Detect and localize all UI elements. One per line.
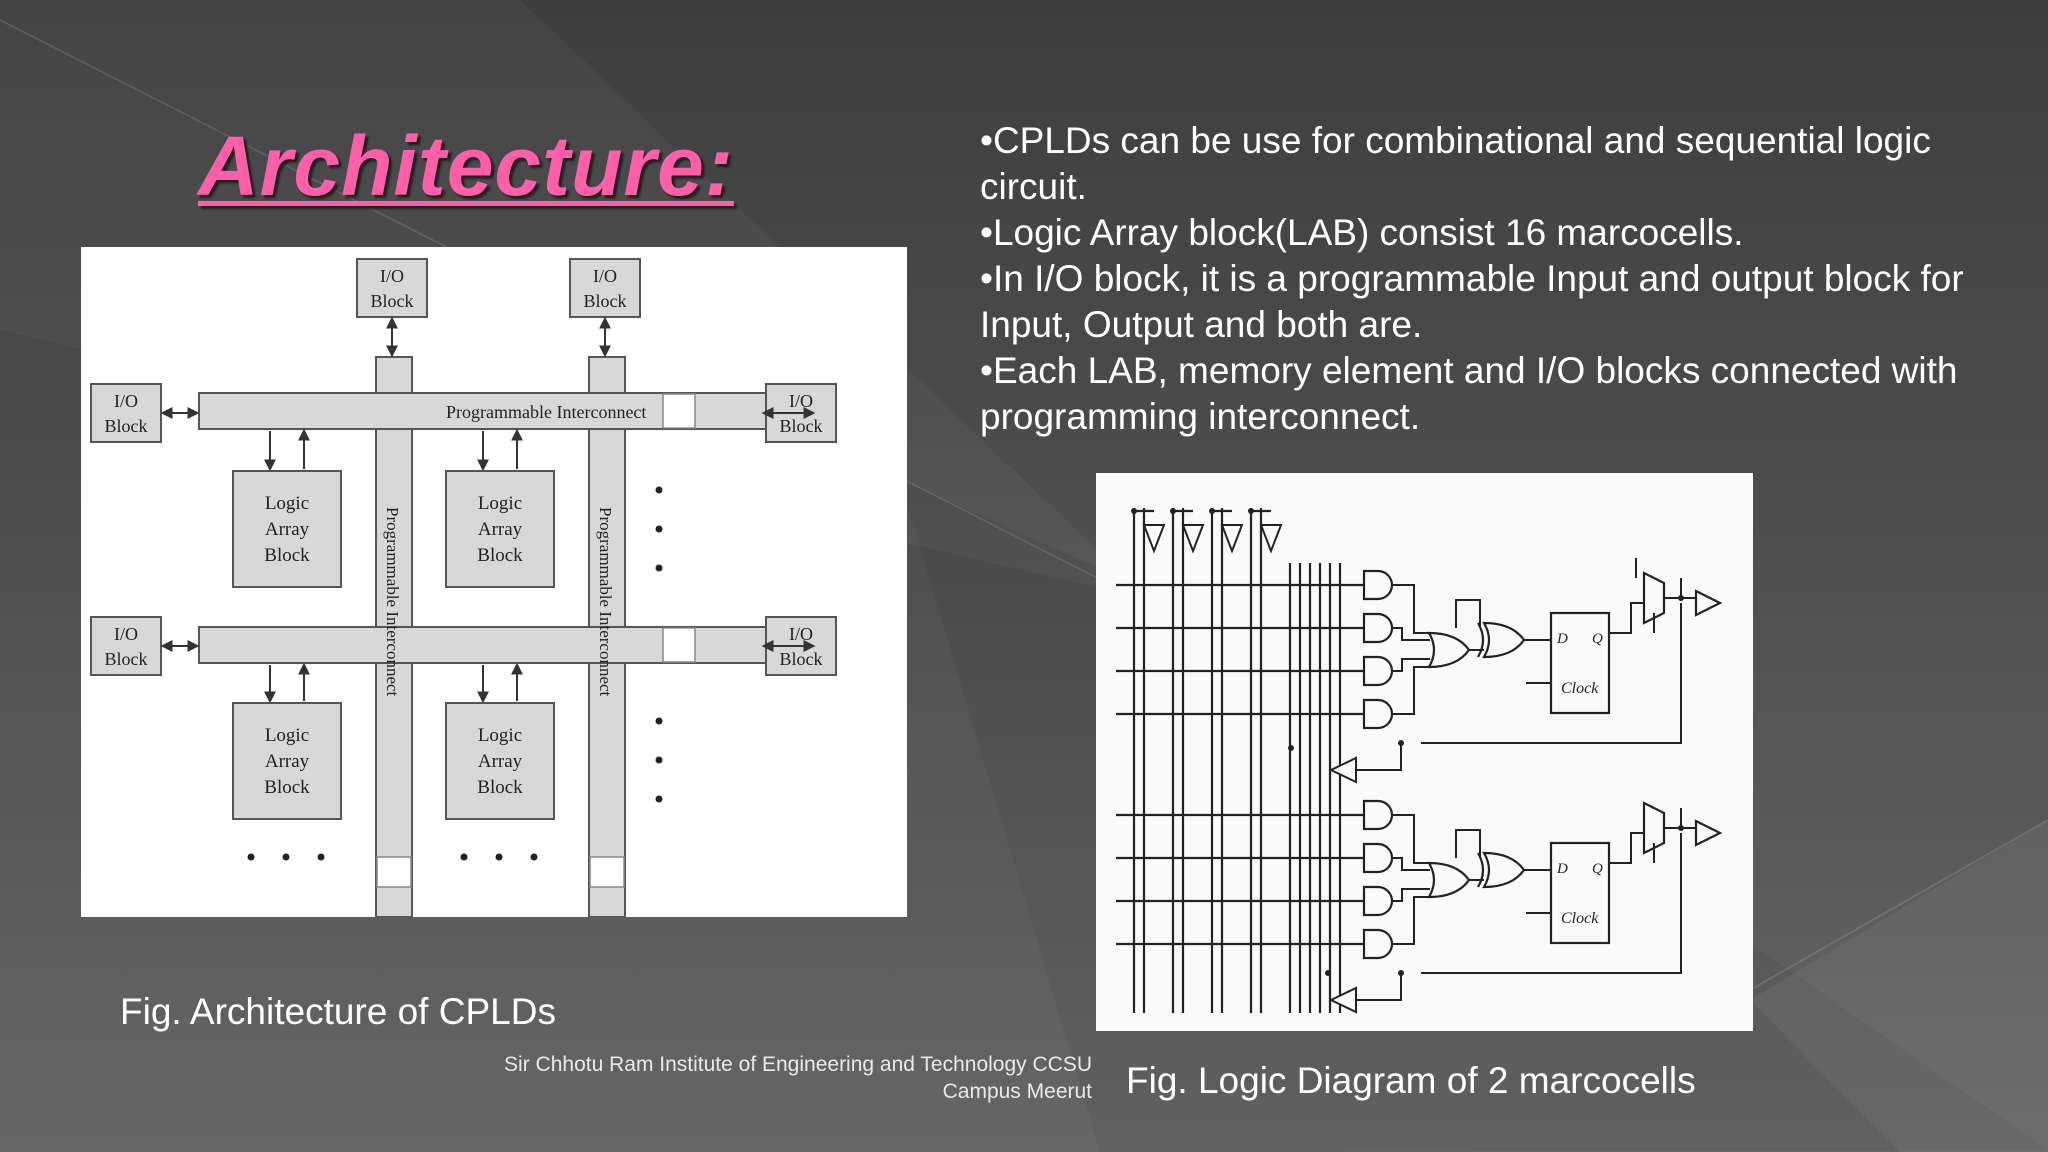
svg-text:Array: Array: [265, 751, 310, 772]
continuation-dots: [247, 486, 663, 861]
svg-text:I/O: I/O: [114, 624, 138, 644]
svg-text:Block: Block: [105, 416, 148, 436]
logic-array-block: Logic Array Block: [445, 470, 555, 588]
logic-array-block: Logic Array Block: [232, 702, 342, 820]
flipflop-d-label: D: [1556, 861, 1568, 877]
svg-text:Logic: Logic: [265, 493, 309, 514]
svg-text:Logic: Logic: [478, 725, 522, 746]
slide-title: Architecture:: [198, 119, 734, 213]
clock-label: Clock: [1561, 910, 1599, 927]
svg-text:Block: Block: [780, 416, 823, 436]
svg-text:Block: Block: [780, 649, 823, 669]
footer: Sir Chhotu Ram Institute of Engineering …: [504, 1051, 1092, 1105]
svg-text:Array: Array: [265, 519, 310, 540]
svg-text:Block: Block: [371, 291, 414, 311]
io-block: I/O Block: [90, 616, 162, 676]
svg-text:I/O: I/O: [380, 266, 404, 286]
clock-label: Clock: [1561, 680, 1599, 697]
svg-text:Block: Block: [477, 545, 523, 566]
svg-text:Logic: Logic: [478, 493, 522, 514]
interconnect-label: Programmable Interconnect: [446, 402, 646, 422]
cpld-architecture-figure: Programmable Interconnect Programmable I…: [81, 247, 907, 917]
svg-text:I/O: I/O: [789, 391, 813, 411]
flipflop-q-label: Q: [1592, 631, 1603, 647]
svg-text:Logic: Logic: [265, 725, 309, 746]
svg-text:Block: Block: [264, 545, 310, 566]
io-block: I/O Block: [356, 258, 428, 318]
macrocell-logic-figure: D Q Clock: [1096, 473, 1753, 1031]
svg-text:I/O: I/O: [789, 624, 813, 644]
bullet-item: •Logic Array block(LAB) consist 16 marco…: [980, 212, 1744, 253]
figure1-caption: Fig. Architecture of CPLDs: [120, 991, 556, 1032]
footer-line: Sir Chhotu Ram Institute of Engineering …: [504, 1053, 1092, 1076]
flipflop-q-label: Q: [1592, 861, 1603, 877]
svg-text:Block: Block: [264, 777, 310, 798]
svg-text:I/O: I/O: [593, 266, 617, 286]
io-block: I/O Block: [569, 258, 641, 318]
footer-line: Campus Meerut: [942, 1080, 1092, 1103]
bullet-list: •CPLDs can be use for combinational and …: [980, 118, 2000, 440]
interconnect-label: Programmable Interconnect: [596, 507, 615, 697]
bullet-item: •Each LAB, memory element and I/O blocks…: [980, 350, 1958, 437]
figure2-caption: Fig. Logic Diagram of 2 marcocells: [1126, 1060, 1696, 1101]
interconnect-label: Programmable Interconnect: [383, 507, 402, 697]
svg-text:Block: Block: [584, 291, 627, 311]
logic-array-block: Logic Array Block: [445, 702, 555, 820]
svg-text:I/O: I/O: [114, 391, 138, 411]
bullet-item: •In I/O block, it is a programmable Inpu…: [980, 258, 1964, 345]
io-block: I/O Block: [90, 383, 162, 443]
svg-text:Block: Block: [105, 649, 148, 669]
bullet-item: •CPLDs can be use for combinational and …: [980, 120, 1931, 207]
svg-text:Array: Array: [478, 519, 523, 540]
logic-array-block: Logic Array Block: [232, 470, 342, 588]
svg-text:Array: Array: [478, 751, 523, 772]
flipflop-d-label: D: [1556, 631, 1568, 647]
macrocell-logic-diagram: D Q Clock: [1116, 508, 1723, 1014]
svg-text:Block: Block: [477, 777, 523, 798]
cpld-architecture-diagram: Programmable Interconnect Programmable I…: [90, 258, 837, 917]
